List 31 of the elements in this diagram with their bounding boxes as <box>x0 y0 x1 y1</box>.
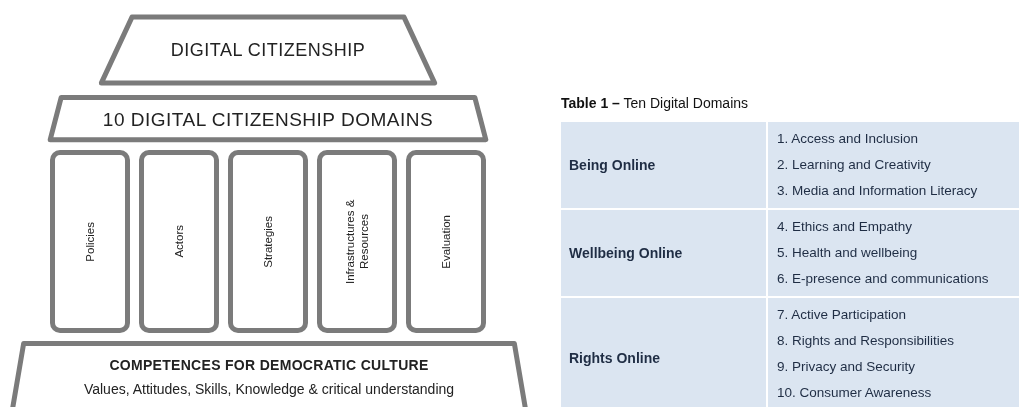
domain-item: 9. Privacy and Security <box>777 358 917 376</box>
pillar-label: Infrastructures & Resources <box>343 198 371 286</box>
foundation-box <box>8 341 530 407</box>
domain-item: 4. Ethics and Empathy <box>777 218 914 236</box>
pillar-label: Evaluation <box>439 214 453 269</box>
table-title: Table 1 – Ten Digital Domains <box>561 94 749 113</box>
pillar-label: Actors <box>172 225 186 258</box>
pillar-label: Policies <box>83 221 97 262</box>
table-cell: Rights Online <box>561 298 766 407</box>
domain-item: 3. Media and Information Literacy <box>777 182 979 200</box>
trapezoid-box <box>98 15 438 85</box>
subheading: Values, Attitudes, Skills, Knowledge & critical understanding <box>83 380 455 399</box>
table-cell: Being Online <box>561 122 766 208</box>
domain-item: 5. Health and wellbeing <box>777 244 919 262</box>
pillar-box <box>317 150 397 333</box>
pillar-box <box>228 150 308 333</box>
pillar-label: Strategies <box>261 215 275 268</box>
domain-item: 6. E-presence and communications <box>777 270 990 288</box>
pillar-box <box>50 150 130 333</box>
pillar-box <box>139 150 219 333</box>
domain-item: 8. Rights and Responsibilities <box>777 332 956 350</box>
domain-item: 1. Access and Inclusion <box>777 130 920 148</box>
heading: COMPETENCES FOR DEMOCRATIC CULTURE <box>109 356 429 375</box>
trapezoid-box <box>48 96 488 142</box>
domain-item: 7. Active Participation <box>777 306 908 324</box>
table-cell: Wellbeing Online <box>561 210 766 296</box>
domain-item: 2. Learning and Creativity <box>777 156 932 174</box>
domain-item: 10. Consumer Awareness <box>777 384 933 402</box>
pillar-box <box>406 150 486 333</box>
heading: DIGITAL CITIZENSHIP <box>170 38 366 62</box>
heading: 10 DIGITAL CITIZENSHIP DOMAINS <box>102 107 434 132</box>
